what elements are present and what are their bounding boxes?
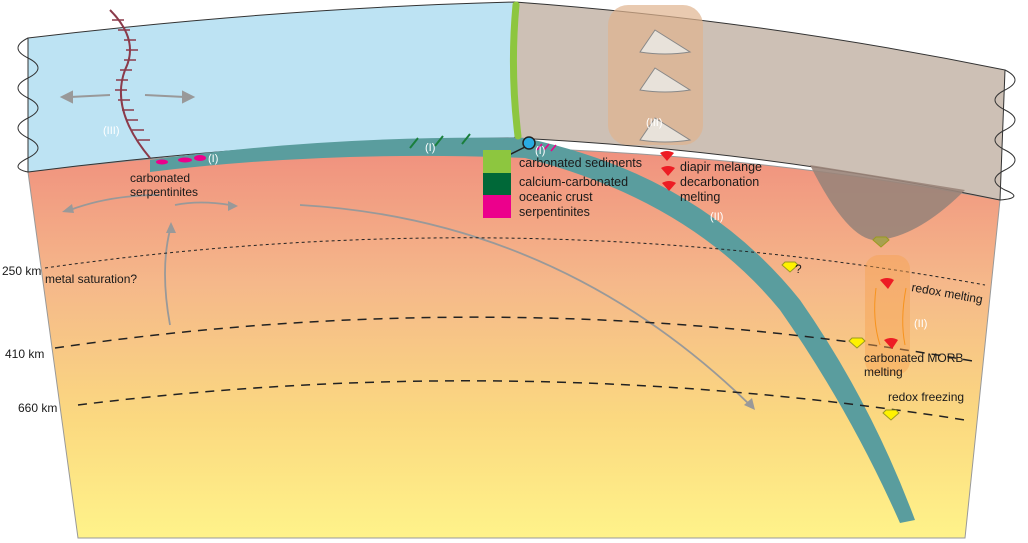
legend-swatch-calcium-carbonated-crust: [483, 173, 511, 195]
carbonated-serpentinites-label: carbonated: [130, 171, 190, 185]
continental-root: [810, 165, 965, 241]
melt-diapirs: [880, 278, 898, 349]
question-mark: ?: [795, 262, 802, 276]
legend-label: serpentinites: [519, 205, 590, 219]
label-I-trench: (I): [535, 145, 545, 157]
legend-label: oceanic crust: [519, 190, 593, 204]
carbonated-sediment-wedge: [509, 1, 522, 140]
line-410km: [54, 316, 979, 363]
diapir-label: melting: [680, 190, 720, 204]
crust-ticks: [409, 133, 471, 149]
mantle-flow-arrows: [69, 194, 751, 406]
legend-label: carbonated sediments: [519, 156, 642, 170]
label-I-ridge: (I): [208, 153, 218, 165]
carbonated-serpentinites-label: serpentinites: [130, 185, 198, 199]
label-III-arc: (III): [646, 117, 663, 129]
right-break-icon: [994, 69, 1016, 201]
redox-freezing-label: redox freezing: [888, 390, 964, 404]
line-660km: [77, 380, 966, 421]
label-II-melt: (II): [914, 318, 927, 330]
legend-swatch-carbonated-sediments: [483, 150, 511, 173]
metal-saturation-label: metal saturation?: [45, 272, 137, 286]
diapir-icons: [660, 151, 676, 191]
carbonated-morb-label: melting: [864, 365, 903, 379]
left-break-icon: [17, 37, 39, 173]
depth-410-label: 410 km: [5, 347, 44, 361]
legend-label: calcium-carbonated: [519, 175, 628, 189]
spreading-arrows: [59, 90, 196, 104]
diamond-icons: [781, 236, 900, 421]
diapir-label: diapir melange: [680, 160, 762, 174]
label-I-crust: (I): [425, 142, 435, 154]
serpentinite-ticks: [536, 143, 557, 152]
melt-arrows: [874, 287, 907, 346]
depth-250-label: 250 km: [2, 264, 41, 278]
label-II-slab: (II): [710, 211, 723, 223]
redox-melting-zone: [865, 255, 910, 375]
trench-marker: [522, 136, 536, 150]
ridge-ticks: [112, 19, 150, 141]
metal-saturation-line: [44, 237, 986, 286]
serpentinite-blobs: [156, 155, 206, 165]
subducting-slab: [150, 137, 915, 523]
volcano-icons: [639, 29, 692, 143]
arrowheads: [62, 201, 755, 410]
diapir-label: decarbonation: [680, 175, 759, 189]
label-III-ocean: (III): [103, 125, 120, 137]
carbonated-morb-label: carbonated MORB: [864, 351, 963, 365]
depth-660-label: 660 km: [18, 401, 57, 415]
legend-swatch-serpentinites: [483, 195, 511, 218]
